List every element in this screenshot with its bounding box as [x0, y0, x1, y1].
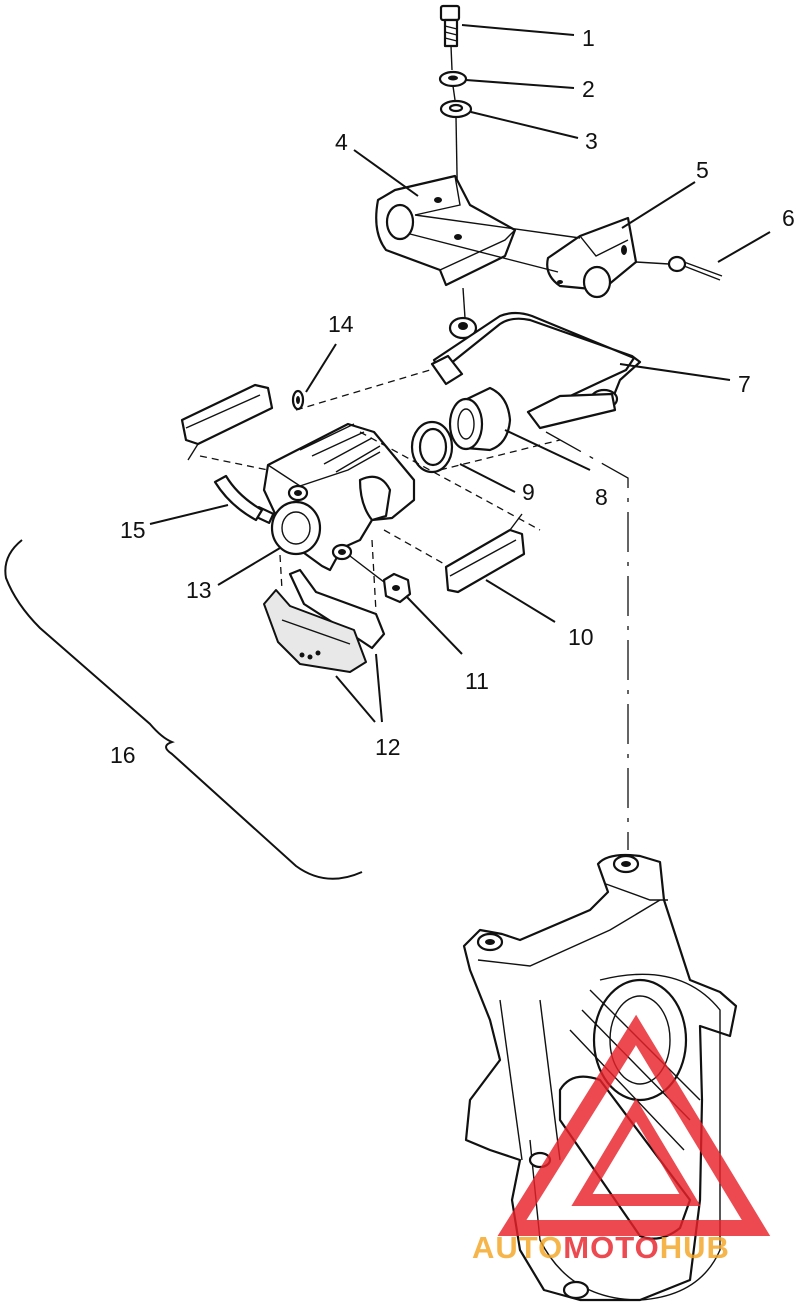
watermark-text-moto: MOTO — [563, 1230, 659, 1265]
callout-5: 5 — [696, 157, 709, 183]
callout-13: 13 — [186, 577, 212, 603]
brake-pads-part-12 — [263, 568, 386, 673]
callout-12: 12 — [375, 734, 401, 760]
nut-part-11 — [349, 555, 412, 604]
callout-6: 6 — [782, 205, 795, 231]
callout-2: 2 — [582, 76, 595, 102]
bleeder-part-14 — [291, 389, 305, 411]
assembly-guide-lines — [199, 369, 629, 850]
upper-shim-plate — [180, 383, 274, 461]
caliper-frame-part-7 — [430, 287, 642, 430]
svg-text:AUTOMOTOHUB: AUTOMOTOHUB — [472, 1230, 730, 1265]
bolt-part-1 — [439, 4, 461, 71]
callout-8: 8 — [595, 484, 608, 510]
shim-plate-part-10 — [444, 513, 526, 594]
callout-9: 9 — [522, 479, 535, 505]
callout-7: 7 — [738, 371, 751, 397]
callout-14: 14 — [328, 311, 354, 337]
callout-1: 1 — [582, 25, 595, 51]
watermark-triangle-inner — [571, 1098, 701, 1206]
callout-16: 16 — [110, 742, 136, 768]
leader-lines — [149, 24, 771, 723]
brake-line-part-15 — [213, 474, 264, 522]
seal-ring-part-9 — [410, 420, 454, 474]
callout-4: 4 — [335, 129, 348, 155]
automotohub-watermark: AUTOMOTOHUB — [472, 1014, 771, 1265]
callout-labels: 1 2 3 4 5 6 7 8 9 10 11 12 13 14 15 16 — [110, 25, 795, 768]
screw-part-6 — [635, 255, 723, 281]
watermark-text-auto: AUTO — [472, 1230, 563, 1265]
callout-10: 10 — [568, 624, 594, 650]
callout-15: 15 — [120, 517, 146, 543]
watermark-triangle-outer — [497, 1014, 771, 1236]
bracket-sleeve-part-5 — [409, 214, 638, 299]
callout-11: 11 — [465, 668, 489, 694]
caliper-body-part-13 — [253, 422, 416, 572]
assembly-brace-16 — [4, 539, 363, 880]
mounting-bracket-part-4 — [375, 174, 517, 287]
callout-3: 3 — [585, 128, 598, 154]
lock-washer-part-2 — [438, 70, 468, 101]
watermark-text-hub: HUB — [660, 1230, 730, 1265]
piston-part-8 — [448, 386, 512, 452]
